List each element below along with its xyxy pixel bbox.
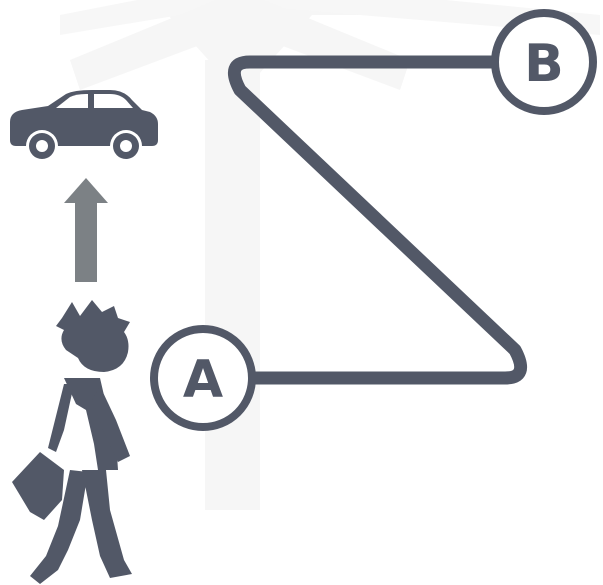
background-arrow-watermark [60,0,600,510]
arrow-up-icon [64,178,108,282]
marker-a-label: A [183,350,223,410]
marker-b: B [491,9,597,115]
walking-man-icon [12,300,132,584]
marker-a: A [150,325,256,431]
car-icon [10,90,158,159]
route-path [227,55,528,385]
marker-b-label: B [524,34,564,94]
